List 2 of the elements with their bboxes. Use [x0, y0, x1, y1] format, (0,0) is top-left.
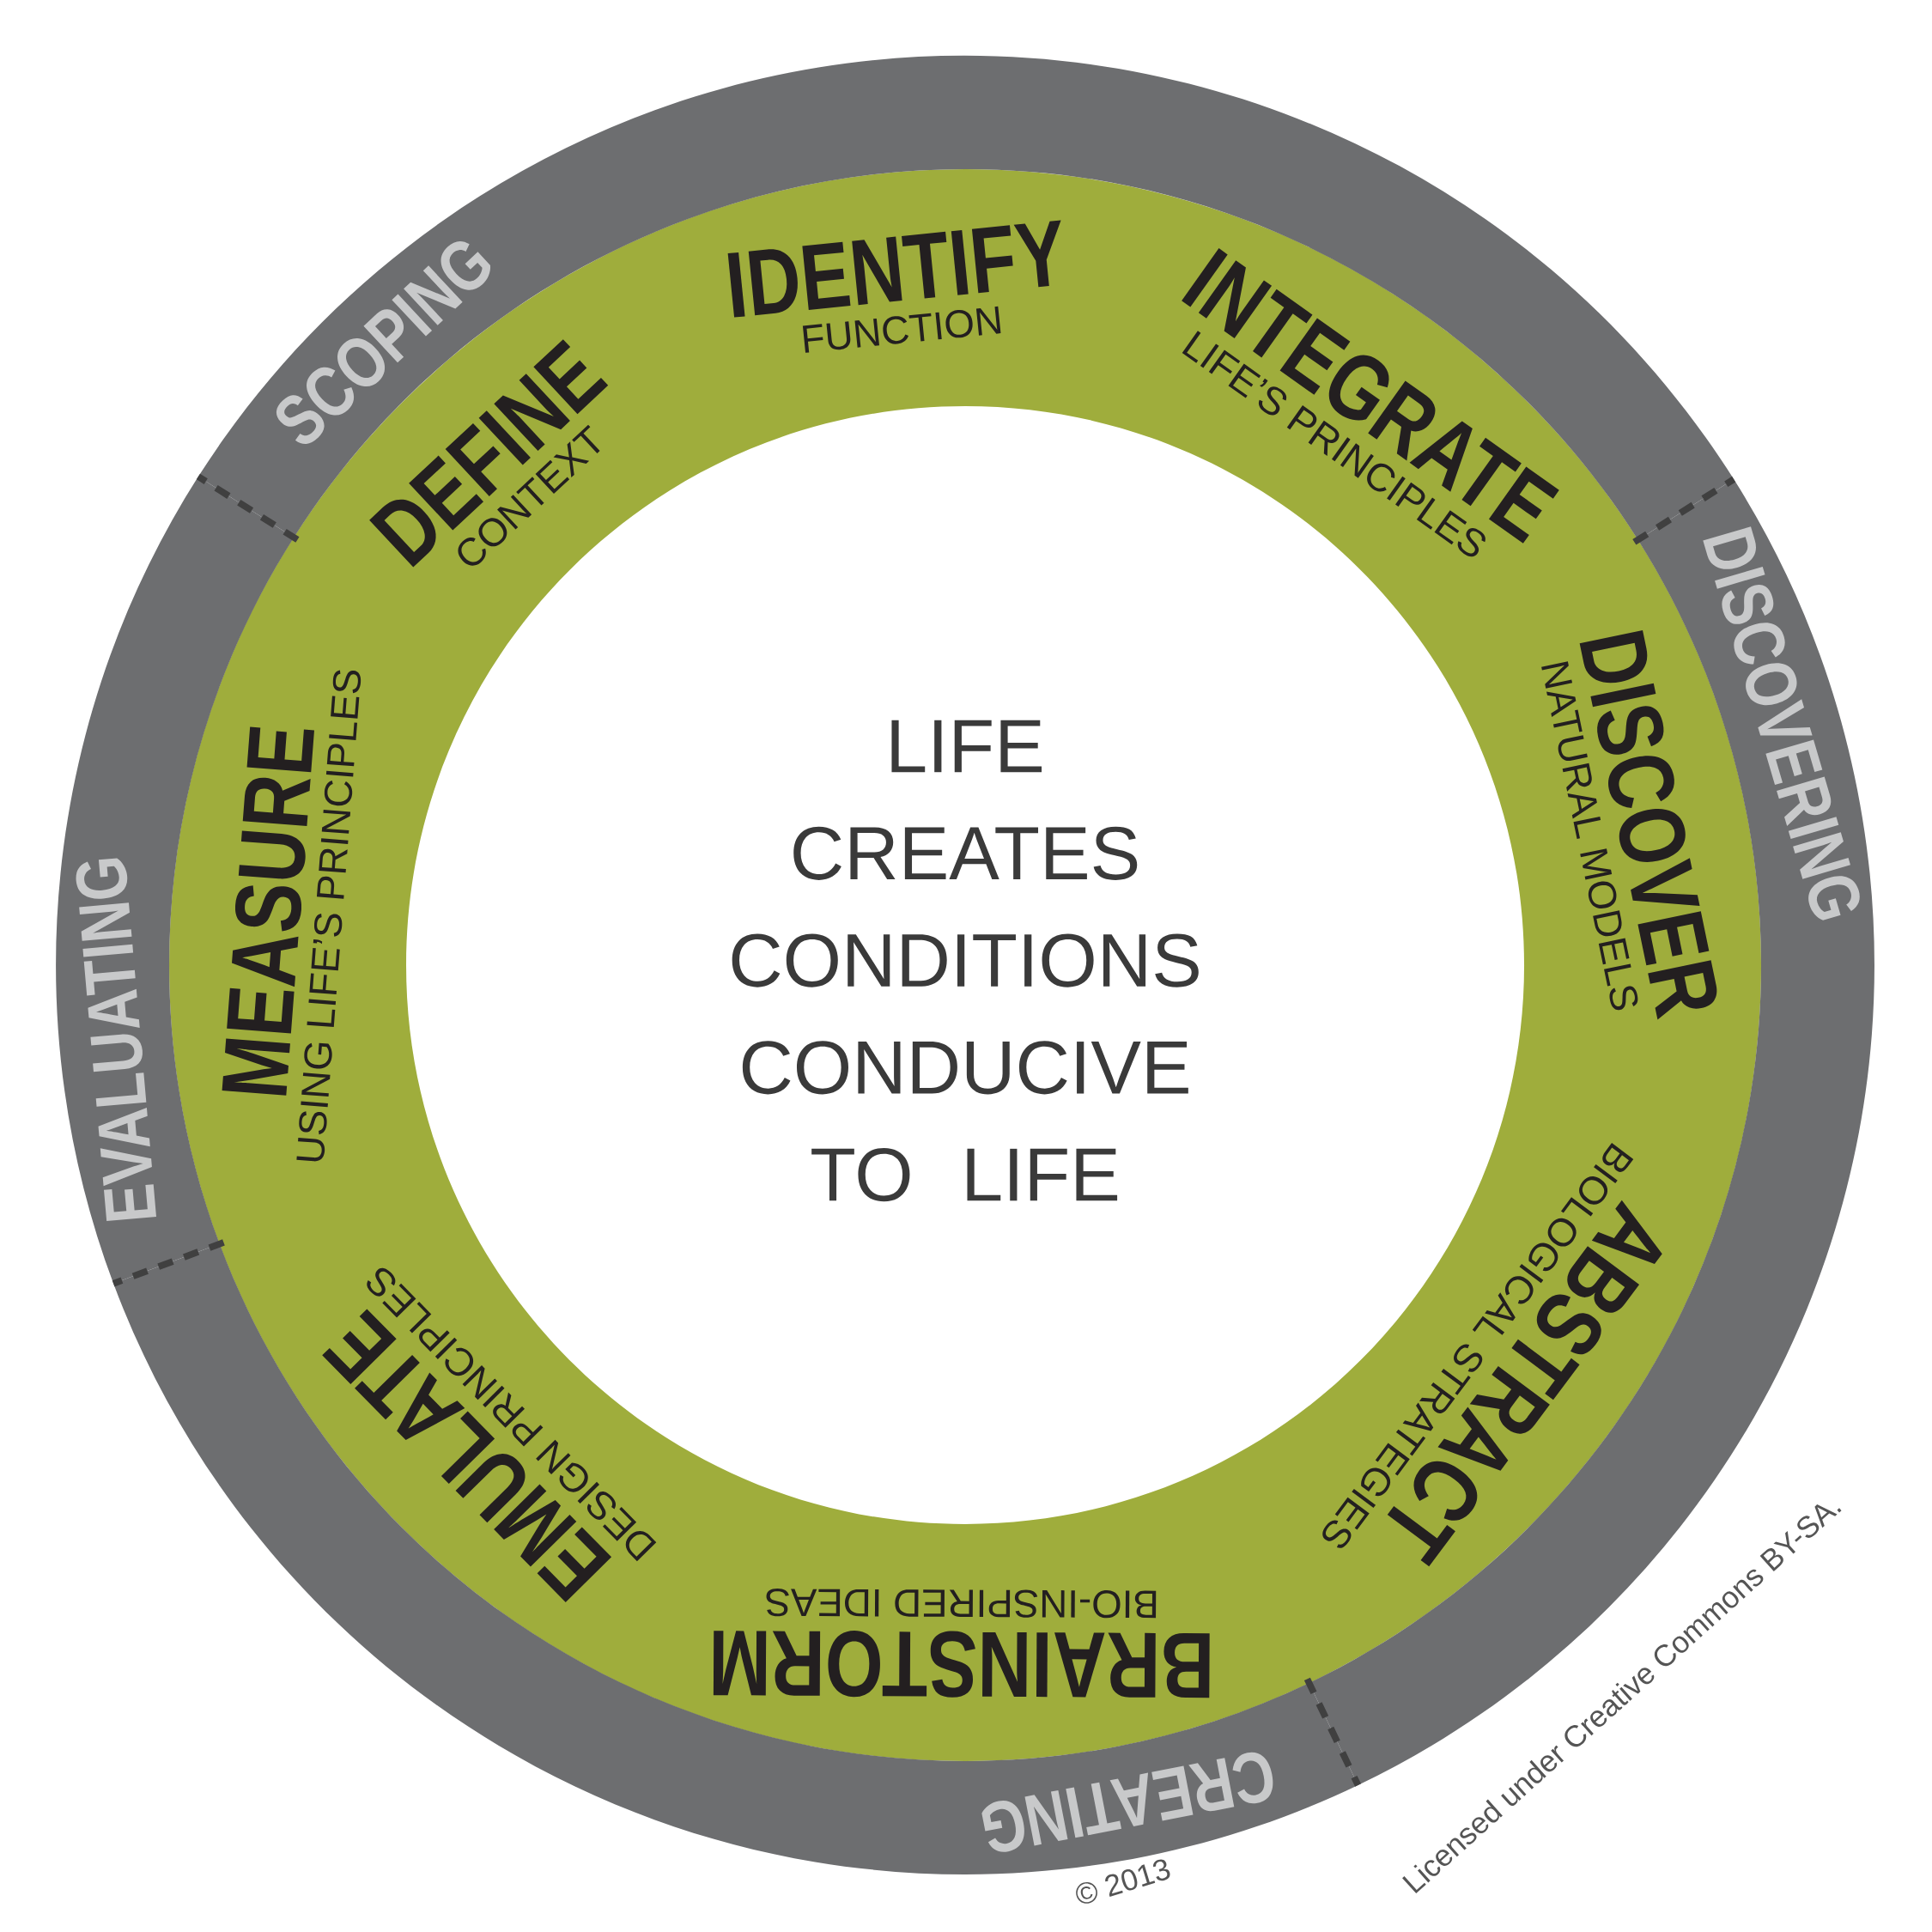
- stage-label: BRAINSTORM BIO-INSPIRED IDEAS: [713, 1589, 1210, 1698]
- stage-label: IDENTIFY FUNCTION: [727, 220, 1061, 353]
